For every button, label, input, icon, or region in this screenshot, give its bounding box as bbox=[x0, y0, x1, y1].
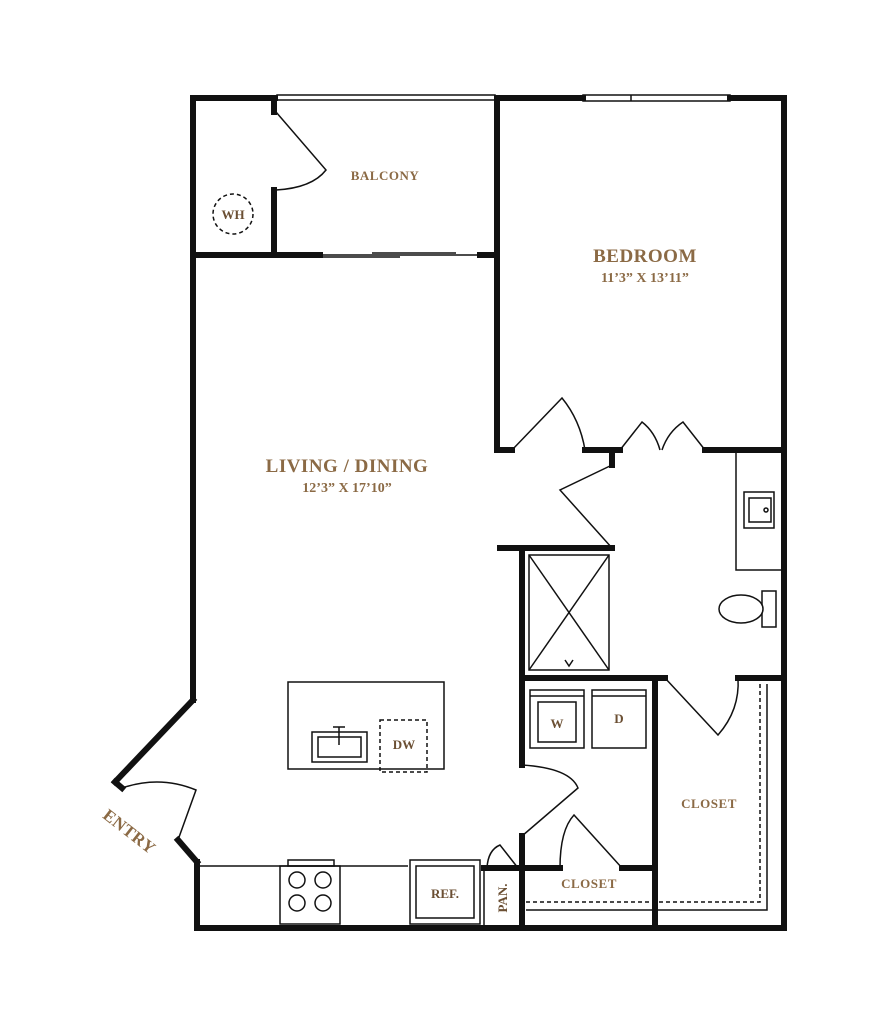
refrigerator-label: REF. bbox=[431, 886, 459, 901]
bedroom-window bbox=[582, 94, 731, 102]
range bbox=[279, 859, 341, 925]
doors bbox=[121, 111, 739, 869]
closet-label: CLOSET bbox=[681, 796, 737, 811]
washer: W bbox=[529, 689, 585, 749]
kitchen-island bbox=[287, 681, 445, 770]
pantry: PAN. bbox=[483, 869, 521, 927]
living-dining-dimensions: 12’3” X 17’10” bbox=[302, 481, 391, 496]
exterior-walls bbox=[110, 95, 787, 931]
balcony-label: BALCONY bbox=[351, 168, 420, 183]
closet-shelves bbox=[526, 684, 768, 911]
living-dining-label: LIVING / DINING bbox=[266, 456, 429, 477]
bath-vanity bbox=[735, 451, 783, 571]
dishwasher-label: DW bbox=[393, 737, 415, 752]
pantry-label: PAN. bbox=[495, 883, 510, 912]
refrigerator: REF. bbox=[409, 859, 481, 925]
washer-label: W bbox=[551, 716, 564, 731]
dishwasher: DW bbox=[379, 719, 428, 773]
bedroom-dimensions: 11’3” X 13’11” bbox=[601, 271, 689, 286]
balcony-sliding-door bbox=[320, 252, 480, 258]
interior-walls bbox=[190, 95, 787, 931]
dryer: D bbox=[591, 689, 647, 749]
water-heater-label: WH bbox=[221, 207, 244, 222]
toilet bbox=[718, 590, 777, 628]
entry-label: ENTRY bbox=[99, 805, 159, 858]
water-heater: WH bbox=[212, 193, 254, 235]
bedroom-label: BEDROOM bbox=[593, 246, 697, 267]
dryer-label: D bbox=[614, 711, 623, 726]
balcony-rail bbox=[276, 94, 496, 101]
laundry-closet-label: CLOSET bbox=[561, 876, 617, 891]
shower bbox=[528, 554, 610, 671]
